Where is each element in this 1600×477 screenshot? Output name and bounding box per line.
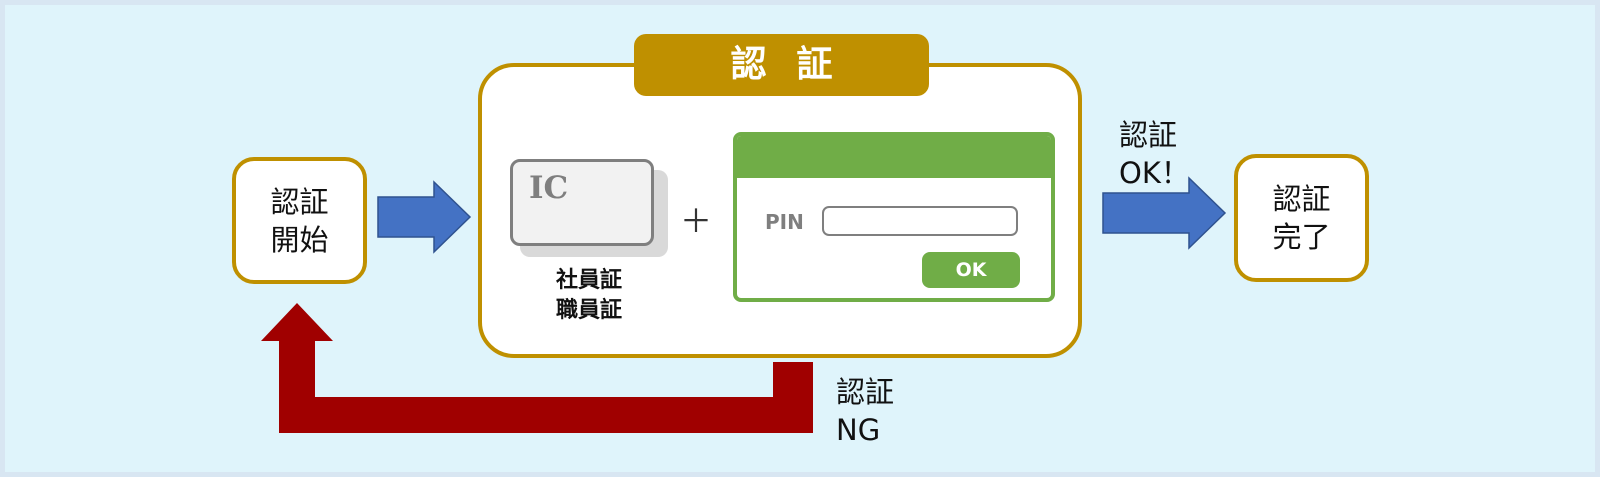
ng-edge-label-line1: 認証 — [836, 375, 895, 409]
start-node-line2: 開始 — [270, 223, 329, 257]
arrow-ng-return — [261, 303, 813, 433]
ic-card-caption-line2: 職員証 — [555, 298, 622, 323]
plus-sign: ＋ — [680, 202, 713, 240]
ok-edge-label-line2: OK！ — [1119, 156, 1190, 190]
ic-card-caption: 社員証 職員証 — [530, 266, 648, 326]
end-node-line1: 認証 — [1272, 182, 1331, 216]
start-node: 認証 開始 — [232, 157, 367, 284]
pin-label: PIN — [765, 210, 804, 234]
arrow-auth-to-end — [1102, 176, 1227, 250]
pin-input[interactable] — [822, 206, 1018, 236]
ng-edge-label: 認証 NG — [836, 373, 894, 449]
start-node-line1: 認証 — [270, 185, 329, 219]
ok-edge-label: 認証 OK！ — [1119, 116, 1190, 192]
auth-title: 認証 — [634, 34, 929, 96]
ok-button[interactable]: OK — [922, 252, 1020, 288]
ok-edge-label-line1: 認証 — [1119, 118, 1178, 152]
end-node: 認証 完了 — [1234, 154, 1369, 282]
ic-card-caption-line1: 社員証 — [555, 268, 622, 293]
ng-edge-label-line2: NG — [836, 413, 881, 447]
ic-card: IC — [510, 159, 654, 246]
end-node-line2: 完了 — [1272, 220, 1331, 254]
arrow-start-to-auth — [377, 180, 472, 254]
pin-dialog: PIN OK — [733, 132, 1055, 302]
pin-dialog-titlebar — [737, 136, 1051, 178]
ic-card-label: IC — [529, 170, 569, 206]
